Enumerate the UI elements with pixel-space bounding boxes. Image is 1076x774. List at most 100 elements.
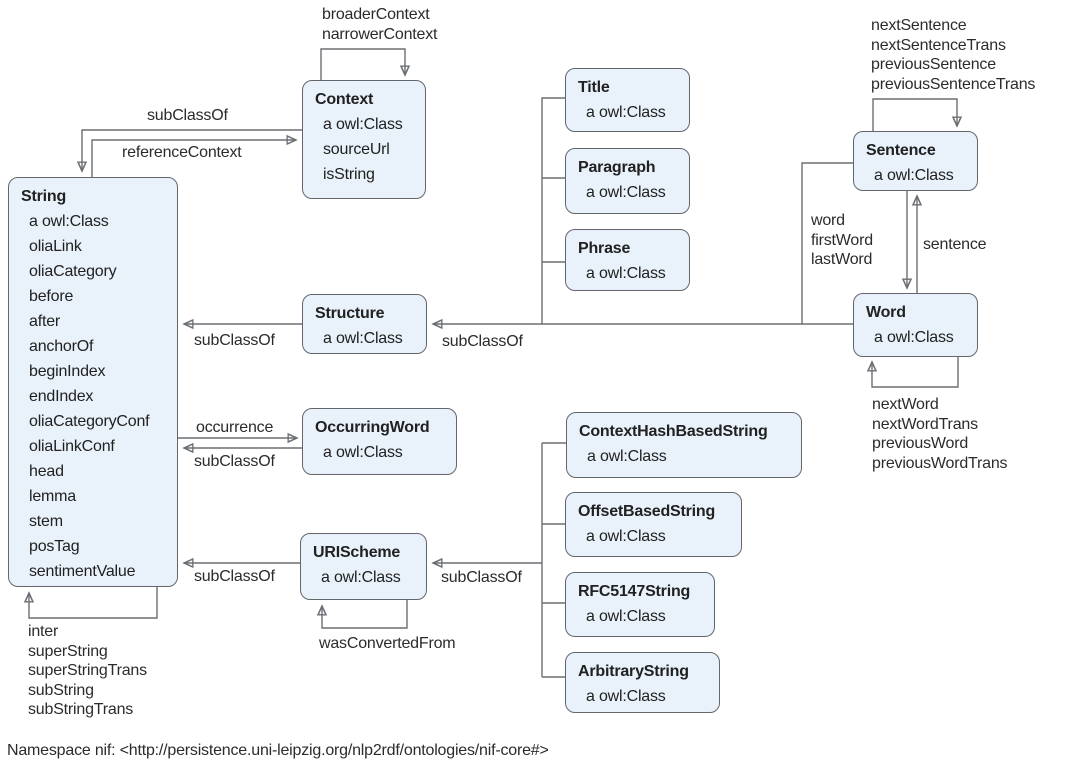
class-node-urischeme: URIScheme a owl:Class <box>300 533 427 600</box>
class-attributes: a owl:Class <box>578 180 681 205</box>
edge-label-line: previousSentence <box>871 56 996 73</box>
edge-label-word-sentence: sentence <box>923 236 987 253</box>
edge-label-line: word <box>811 212 845 229</box>
class-attribute: head <box>29 463 64 480</box>
class-node-paragraph: Paragraph a owl:Class <box>565 148 690 214</box>
edge-label-line: superStringTrans <box>28 662 147 679</box>
class-attributes: a owl:Class sourceUrl isString <box>315 112 417 187</box>
class-attribute: a owl:Class <box>586 608 666 625</box>
edge-label-subclassof-structure-string: subClassOf <box>194 332 275 349</box>
class-attribute: beginIndex <box>29 363 106 380</box>
class-title: OccurringWord <box>315 419 430 436</box>
class-attribute: a owl:Class <box>323 444 403 461</box>
class-attributes: a owl:Class <box>578 684 711 709</box>
edge-label-line: broaderContext <box>322 6 430 23</box>
class-title: Title <box>578 79 610 96</box>
class-title: Phrase <box>578 240 631 257</box>
edge-label-line: superString <box>28 642 108 660</box>
class-title: URIScheme <box>313 544 401 561</box>
class-node-context: Context a owl:Class sourceUrl isString <box>302 80 426 199</box>
class-node-phrase: Phrase a owl:Class <box>565 229 690 291</box>
edge-label-string-loop: inter superString superStringTrans subStrin… <box>28 622 147 720</box>
edge-label-line: subStringTrans <box>28 701 134 718</box>
class-title: Context <box>315 91 374 108</box>
edge-label-occurrence: occurrence <box>196 419 274 436</box>
edge-string-referencecontext-context <box>91 140 296 177</box>
edge-label-line: lastWord <box>811 251 873 268</box>
namespace-footer: Namespace nif: <http://persistence.uni-l… <box>7 742 549 759</box>
edge-bus-branch-sentence <box>801 162 853 324</box>
class-attribute: posTag <box>29 538 80 555</box>
class-attribute: oliaCategory <box>29 263 117 280</box>
class-node-occurringword: OccurringWord a owl:Class <box>302 408 457 475</box>
edge-label-subclassof-bus-structure: subClassOf <box>442 333 523 350</box>
class-attribute: a owl:Class <box>586 265 666 282</box>
class-attributes: a owl:Class <box>578 100 681 125</box>
class-attributes: a owl:Class <box>578 524 733 549</box>
edge-label-line: previousWord <box>872 435 969 452</box>
class-attribute: after <box>29 313 61 330</box>
edge-context-subclassof-string <box>82 129 302 171</box>
class-attribute: before <box>29 288 74 305</box>
class-attribute: a owl:Class <box>586 184 666 201</box>
class-attributes: a owl:Class <box>578 604 706 629</box>
edge-label-wasconvertedfrom: wasConvertedFrom <box>319 635 456 652</box>
class-attribute: a owl:Class <box>323 116 403 133</box>
edge-label-subclassof-subtypes-urischeme: subClassOf <box>441 569 522 586</box>
class-attribute: anchorOf <box>29 338 94 355</box>
class-attribute: stem <box>29 513 63 530</box>
class-attributes: a owl:Class <box>578 261 681 286</box>
edge-urischeme-self-loop <box>322 600 408 629</box>
class-attributes: a owl:Class <box>313 565 418 590</box>
class-node-rfc5147string: RFC5147String a owl:Class <box>565 572 715 637</box>
class-title: OffsetBasedString <box>578 503 716 520</box>
edge-label-line: nextWordTrans <box>872 415 978 433</box>
class-attribute: a owl:Class <box>323 330 403 347</box>
edge-label-subclassof-context-string: subClassOf <box>147 107 228 124</box>
edge-label-line: nextSentence <box>871 17 967 34</box>
class-node-arbitrarystring: ArbitraryString a owl:Class <box>565 652 720 713</box>
edge-label-line: previousWordTrans <box>872 454 1008 472</box>
class-attributes: a owl:Class <box>866 325 969 350</box>
class-node-title: Title a owl:Class <box>565 68 690 132</box>
class-attribute: a owl:Class <box>586 104 666 121</box>
class-attribute: endIndex <box>29 388 94 405</box>
class-attribute: isString <box>323 166 375 183</box>
edge-label-line: inter <box>28 623 59 640</box>
class-title: Sentence <box>866 142 936 159</box>
class-attributes: a owl:Class <box>866 163 969 188</box>
class-attributes: a owl:Class <box>315 440 448 465</box>
edge-sentence-self-loop <box>872 98 957 131</box>
class-attribute: sourceUrl <box>323 141 390 158</box>
class-node-structure: Structure a owl:Class <box>302 294 427 354</box>
class-title: RFC5147String <box>578 583 691 600</box>
edge-label-word-loop: nextWord nextWordTrans previousWord previou… <box>872 395 1008 473</box>
edge-label-subclassof-occurringword-string: subClassOf <box>194 453 275 470</box>
edge-label-line: subString <box>28 681 94 699</box>
class-title: ContextHashBasedString <box>579 423 768 440</box>
class-attribute: oliaCategoryConf <box>29 413 150 430</box>
class-attribute: a owl:Class <box>321 569 401 586</box>
class-attribute: a owl:Class <box>874 329 954 346</box>
edge-string-self-loop <box>29 587 158 619</box>
class-attribute: a owl:Class <box>587 448 667 465</box>
class-node-sentence: Sentence a owl:Class <box>853 131 978 191</box>
class-node-contexthashbasedstring: ContextHashBasedString a owl:Class <box>566 412 802 478</box>
class-attribute: a owl:Class <box>586 688 666 705</box>
edge-context-self-loop <box>320 48 405 80</box>
class-attributes: a owl:Class <box>315 326 418 351</box>
class-title: ArbitraryString <box>578 663 689 680</box>
edge-bus-branch-titles <box>541 97 565 324</box>
edge-label-line: narrowerContext <box>322 25 438 43</box>
class-attributes: a owl:Class <box>579 444 793 469</box>
class-attribute: lemma <box>29 488 77 505</box>
class-node-offsetbasedstring: OffsetBasedString a owl:Class <box>565 492 742 557</box>
class-title: Paragraph <box>578 159 656 176</box>
edge-label-line: previousSentenceTrans <box>871 75 1036 93</box>
class-attribute: sentimentValue <box>29 563 136 580</box>
edge-label-line: nextWord <box>872 396 939 413</box>
